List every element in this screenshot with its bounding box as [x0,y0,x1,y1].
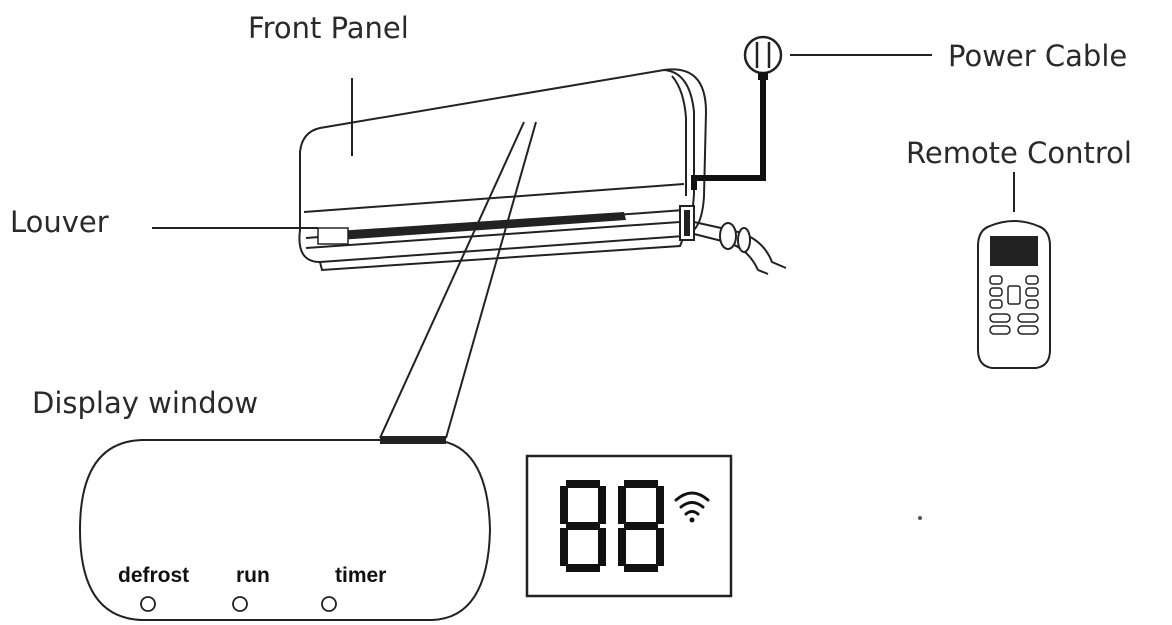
indicator-timer-label: timer [335,564,386,587]
plug-icon [743,35,783,80]
indicator-run-light [232,596,248,612]
drain-hose [693,221,787,275]
display-window: defrost run timer [78,436,492,621]
display-window-opening [380,436,446,444]
remote-screen [990,236,1038,266]
louver-slot [322,212,626,241]
indicator-defrost-light [140,596,156,612]
label-remote-control: Remote Control [906,136,1132,170]
stray-dot [918,516,922,520]
power-cable [691,35,783,190]
indicator-timer-light [321,596,337,612]
indoor-unit [298,68,708,272]
label-louver: Louver [10,205,109,239]
seven-segment-88-icon [560,480,664,572]
label-front-panel: Front Panel [248,11,409,45]
remote-control-icon [977,220,1051,369]
label-display-window: Display window [32,386,258,420]
label-power-cable: Power Cable [948,39,1127,73]
digital-display [525,454,733,598]
indicator-run-label: run [236,564,270,587]
projection-line-right [445,121,537,439]
indicator-defrost-label: defrost [118,564,189,587]
wifi-icon [674,491,710,523]
projection-line-left [379,121,525,439]
